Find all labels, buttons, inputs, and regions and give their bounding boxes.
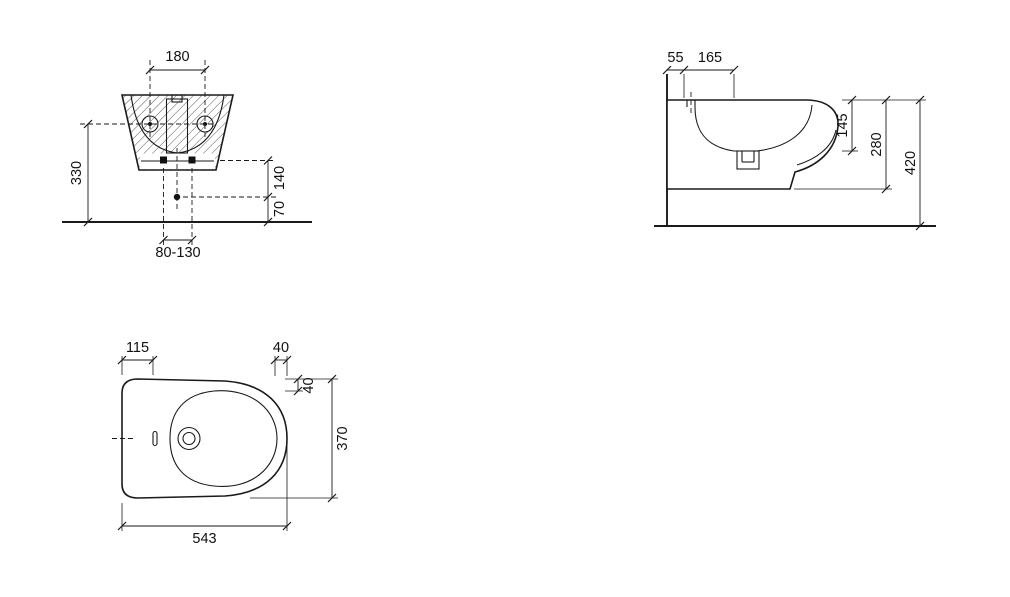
front-dim-drain-ticks — [159, 235, 197, 245]
front-bolt-right — [188, 156, 196, 164]
plan-drain-inner — [182, 431, 196, 446]
plan-tap-slot — [152, 430, 158, 447]
side-dim-top-ticks — [662, 65, 739, 75]
side-dim-420-ticks — [915, 95, 925, 231]
plan-dim-40-side-ticks — [293, 374, 303, 396]
front-dim-180-label: 180 — [165, 49, 189, 65]
side-trap — [736, 150, 760, 170]
front-dim-180-ticks — [145, 65, 210, 75]
front-dim-right-ticks — [263, 156, 273, 227]
side-dim-420-label: 420 — [903, 151, 919, 175]
plan-dim-40-side-label: 40 — [301, 377, 317, 393]
front-dim-140-label: 140 — [272, 166, 288, 190]
plan-dim-543-ticks — [117, 521, 292, 531]
front-bolt-left — [160, 156, 167, 164]
front-view: 180 330 140 70 80-130 — [62, 49, 312, 261]
side-view: 55 165 145 280 420 — [654, 50, 936, 231]
side-dim-280-ticks — [881, 95, 891, 194]
plan-rim-outline — [121, 378, 288, 499]
side-front-wall-inner — [796, 129, 837, 166]
front-dim-330-label: 330 — [69, 161, 85, 185]
plan-bowl-outline — [169, 390, 278, 487]
front-dim-70-label: 70 — [272, 201, 288, 217]
plan-dim-115-ticks — [117, 355, 158, 365]
plan-dim-115-label: 115 — [126, 340, 149, 356]
front-tap-hole — [171, 94, 183, 103]
side-dim-55-label: 55 — [667, 50, 683, 66]
front-dim-330-ticks — [83, 119, 93, 227]
plan-dim-543-label: 543 — [192, 531, 216, 547]
side-body-profile — [666, 99, 839, 190]
plan-dim-370-ticks — [327, 374, 337, 503]
front-dim-drain-label: 80-130 — [155, 245, 200, 261]
side-dim-145-ticks — [847, 95, 857, 156]
plan-dim-40-top-ticks — [270, 355, 292, 365]
plan-view: 115 40 40 370 — [112, 340, 351, 547]
side-dim-280-label: 280 — [869, 132, 885, 156]
side-dim-145-label: 145 — [835, 113, 851, 137]
plan-dim-370-label: 370 — [335, 426, 351, 450]
plan-dim-40-top-label: 40 — [273, 340, 289, 356]
plan-drain-outer — [177, 426, 201, 451]
side-dim-165-label: 165 — [698, 50, 722, 66]
